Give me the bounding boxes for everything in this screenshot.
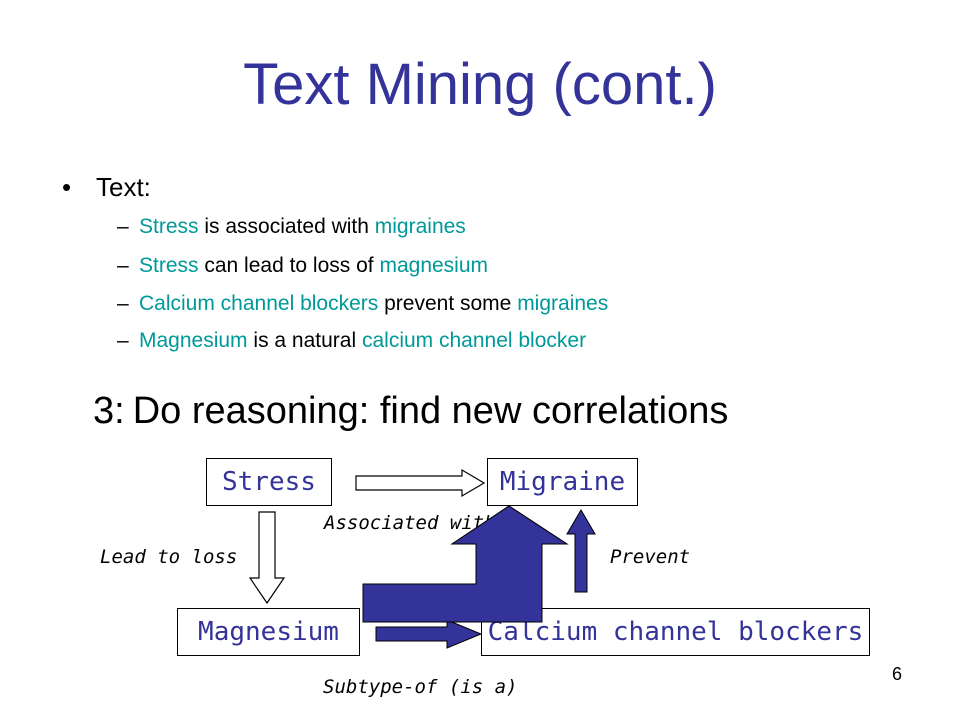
- bullet-label: Text:: [96, 172, 151, 202]
- node-stress: Stress: [206, 458, 332, 506]
- lead-to-loss-arrow: [248, 511, 286, 605]
- highlighted-term: Stress: [139, 215, 199, 238]
- sentence-1: –Stress is associated with migraines: [117, 215, 466, 238]
- bullet-dot: •: [62, 172, 72, 202]
- highlighted-term: calcium channel blocker: [361, 329, 587, 352]
- sentence-2: –Stress can lead to loss of magnesium: [117, 254, 489, 277]
- highlighted-term: migraines: [374, 215, 466, 238]
- label-lead-to-loss: Lead to loss: [100, 546, 238, 568]
- step-text: Do reasoning: find new correlations: [132, 390, 729, 432]
- node-magnesium: Magnesium: [177, 608, 360, 656]
- bullet-text: • Text:: [62, 172, 151, 203]
- subtype-arrow: [375, 619, 483, 649]
- label-associated-with: Associated with: [324, 512, 496, 534]
- sentence-text: is a natural: [247, 329, 362, 352]
- reasoning-step: 3:Do reasoning: find new correlations: [93, 390, 728, 433]
- sentence-text: prevent some: [378, 292, 518, 315]
- highlighted-term: migraines: [517, 292, 609, 315]
- prevent-arrow: [566, 509, 596, 593]
- sentence-4: –Magnesium is a natural calcium channel …: [117, 329, 587, 352]
- sentence-3: –Calcium channel blockers prevent some m…: [117, 292, 609, 315]
- step-number: 3:: [93, 390, 125, 432]
- highlighted-term: Calcium channel blockers: [139, 292, 379, 315]
- page-number: 6: [892, 664, 903, 684]
- highlighted-term: Magnesium: [139, 329, 248, 352]
- node-calcium-channel-blockers: Calcium channel blockers: [481, 608, 870, 656]
- sentence-text: is associated with: [198, 215, 375, 238]
- highlighted-term: magnesium: [379, 254, 489, 277]
- sentence-text: can lead to loss of: [198, 254, 380, 277]
- highlighted-term: Stress: [139, 254, 199, 277]
- node-migraine: Migraine: [487, 458, 638, 506]
- associated-arrow: [355, 468, 486, 498]
- slide-title: Text Mining (cont.): [243, 52, 717, 117]
- label-subtype-of: Subtype-of (is a): [323, 676, 518, 698]
- label-prevent: Prevent: [610, 546, 691, 568]
